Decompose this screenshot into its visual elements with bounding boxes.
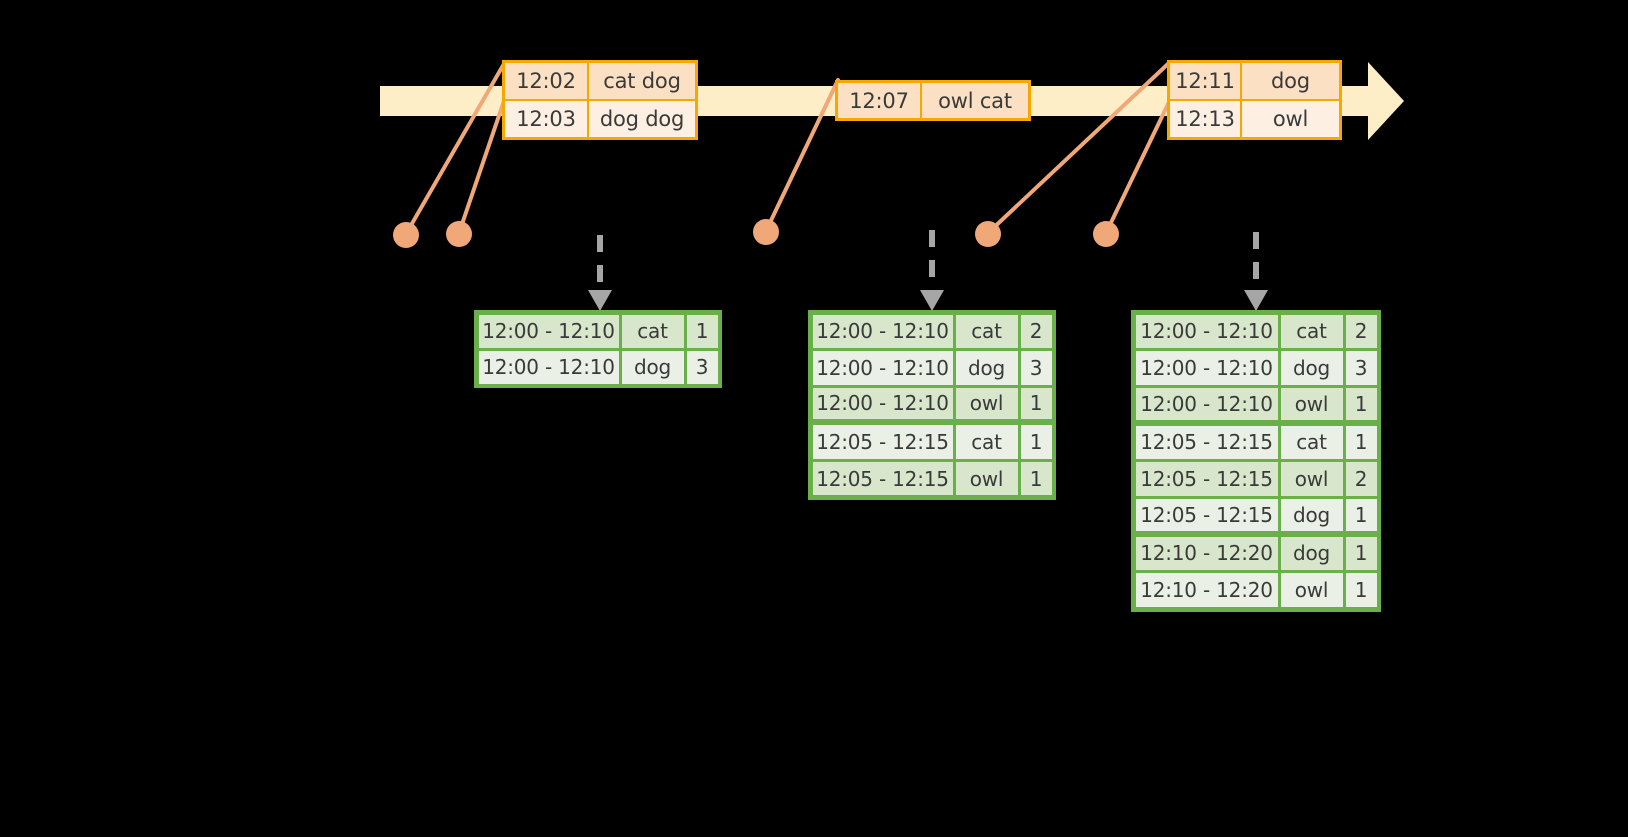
emit-arrow-1 [588,235,612,311]
table-row[interactable]: 12:00 - 12:10 cat 2 [811,313,1053,350]
cell-count: 1 [1345,388,1377,420]
cell-key: owl [1280,462,1343,497]
connector-line-1 [404,60,507,236]
event-time: 12:11 [1170,63,1242,99]
cell-window: 12:10 - 12:20 [1135,573,1278,608]
cell-key: owl [1280,573,1343,608]
cell-key: cat [955,424,1018,459]
cell-window: 12:05 - 12:15 [1135,425,1278,460]
cell-count: 3 [1020,351,1052,386]
cell-count: 2 [1020,314,1052,349]
cell-count: 1 [1345,425,1377,460]
event-row[interactable]: 12:03 dog dog [505,99,695,137]
event-row[interactable]: 12:13 owl [1170,99,1339,137]
table-row[interactable]: 12:10 - 12:20 dog 1 [1134,535,1378,572]
cell-window: 12:10 - 12:20 [1135,536,1278,571]
emit-arrow-2 [920,230,944,311]
event-dot-1 [393,222,419,248]
emit-arrow-3 [1244,232,1268,311]
cell-count: 2 [1345,314,1377,349]
event-row[interactable]: 12:11 dog [1170,63,1339,99]
table-row[interactable]: 12:05 - 12:15 owl 2 [1134,461,1378,498]
cell-window: 12:05 - 12:15 [1135,462,1278,497]
cell-key: cat [621,314,684,348]
event-text: owl cat [938,88,1012,113]
event-dot-3 [753,219,779,245]
cell-count: 3 [1345,351,1377,386]
event-dot-2 [446,221,472,247]
table-row[interactable]: 12:00 - 12:10 dog 3 [477,349,719,385]
cell-key: dog [621,350,684,384]
cell-key: dog [1280,536,1343,571]
cell-key: dog [1280,499,1343,531]
cell-window: 12:00 - 12:10 [478,314,619,348]
event-group-3[interactable]: 12:11 dog 12:13 owl [1167,60,1342,140]
cell-window: 12:00 - 12:10 [1135,314,1278,349]
event-time: 12:03 [505,101,589,137]
event-time: 12:13 [1170,101,1242,137]
cell-count: 1 [1020,424,1052,459]
cell-count: 2 [1345,462,1377,497]
event-text: dog dog [599,107,685,131]
table-row[interactable]: 12:00 - 12:10 owl 1 [811,387,1053,424]
table-row[interactable]: 12:10 - 12:20 owl 1 [1134,572,1378,609]
table-row[interactable]: 12:00 - 12:10 owl 1 [1134,387,1378,424]
emit-arrows [588,230,1268,311]
cell-window: 12:05 - 12:15 [1135,499,1278,531]
table-row[interactable]: 12:00 - 12:10 dog 3 [1134,350,1378,387]
cell-window: 12:00 - 12:10 [1135,351,1278,386]
cell-window: 12:05 - 12:15 [812,461,953,496]
event-dot-4 [975,221,1001,247]
cell-key: owl [1280,388,1343,420]
cell-window: 12:00 - 12:10 [812,351,953,386]
event-text: cat dog [603,69,681,93]
event-text: owl [1272,107,1309,131]
cell-key: dog [1280,351,1343,386]
cell-count: 3 [686,350,718,384]
table-row[interactable]: 12:05 - 12:15 cat 1 [1134,424,1378,461]
cell-count: 1 [1020,461,1052,496]
cell-window: 12:05 - 12:15 [812,424,953,459]
table-row[interactable]: 12:00 - 12:10 cat 1 [477,313,719,349]
cell-key: dog [955,351,1018,386]
connector-line-2 [457,96,507,235]
cell-window: 12:00 - 12:10 [812,388,953,419]
event-group-2[interactable]: 12:07 owl cat [835,80,1031,121]
cell-count: 1 [1345,499,1377,531]
cell-key: cat [1280,425,1343,460]
table-row[interactable]: 12:00 - 12:10 cat 2 [1134,313,1378,350]
event-row[interactable]: 12:07 owl cat [838,83,1028,118]
cell-window: 12:00 - 12:10 [812,314,953,349]
event-group-1[interactable]: 12:02 cat dog 12:03 dog dog [502,60,698,140]
connector-line-5 [1104,98,1172,235]
table-row[interactable]: 12:00 - 12:10 dog 3 [811,350,1053,387]
cell-count: 1 [1345,573,1377,608]
event-text: dog [1271,69,1310,93]
event-dots [393,219,1119,248]
cell-window: 12:00 - 12:10 [478,350,619,384]
table-row[interactable]: 12:05 - 12:15 dog 1 [1134,498,1378,535]
event-time: 12:02 [505,63,589,99]
cell-window: 12:00 - 12:10 [1135,388,1278,420]
table-row[interactable]: 12:05 - 12:15 owl 1 [811,460,1053,497]
event-time: 12:07 [838,83,922,118]
result-table-1[interactable]: 12:00 - 12:10 cat 1 12:00 - 12:10 dog 3 [474,310,722,388]
cell-count: 1 [686,314,718,348]
cell-key: owl [955,388,1018,419]
table-row[interactable]: 12:05 - 12:15 cat 1 [811,423,1053,460]
result-table-3[interactable]: 12:00 - 12:10 cat 2 12:00 - 12:10 dog 3 … [1131,310,1381,612]
event-row[interactable]: 12:02 cat dog [505,63,695,99]
event-dot-5 [1093,221,1119,247]
connector-line-3 [764,78,840,233]
cell-count: 1 [1345,536,1377,571]
cell-key: cat [955,314,1018,349]
result-table-2[interactable]: 12:00 - 12:10 cat 2 12:00 - 12:10 dog 3 … [808,310,1056,500]
cell-count: 1 [1020,388,1052,419]
cell-key: owl [955,461,1018,496]
cell-key: cat [1280,314,1343,349]
